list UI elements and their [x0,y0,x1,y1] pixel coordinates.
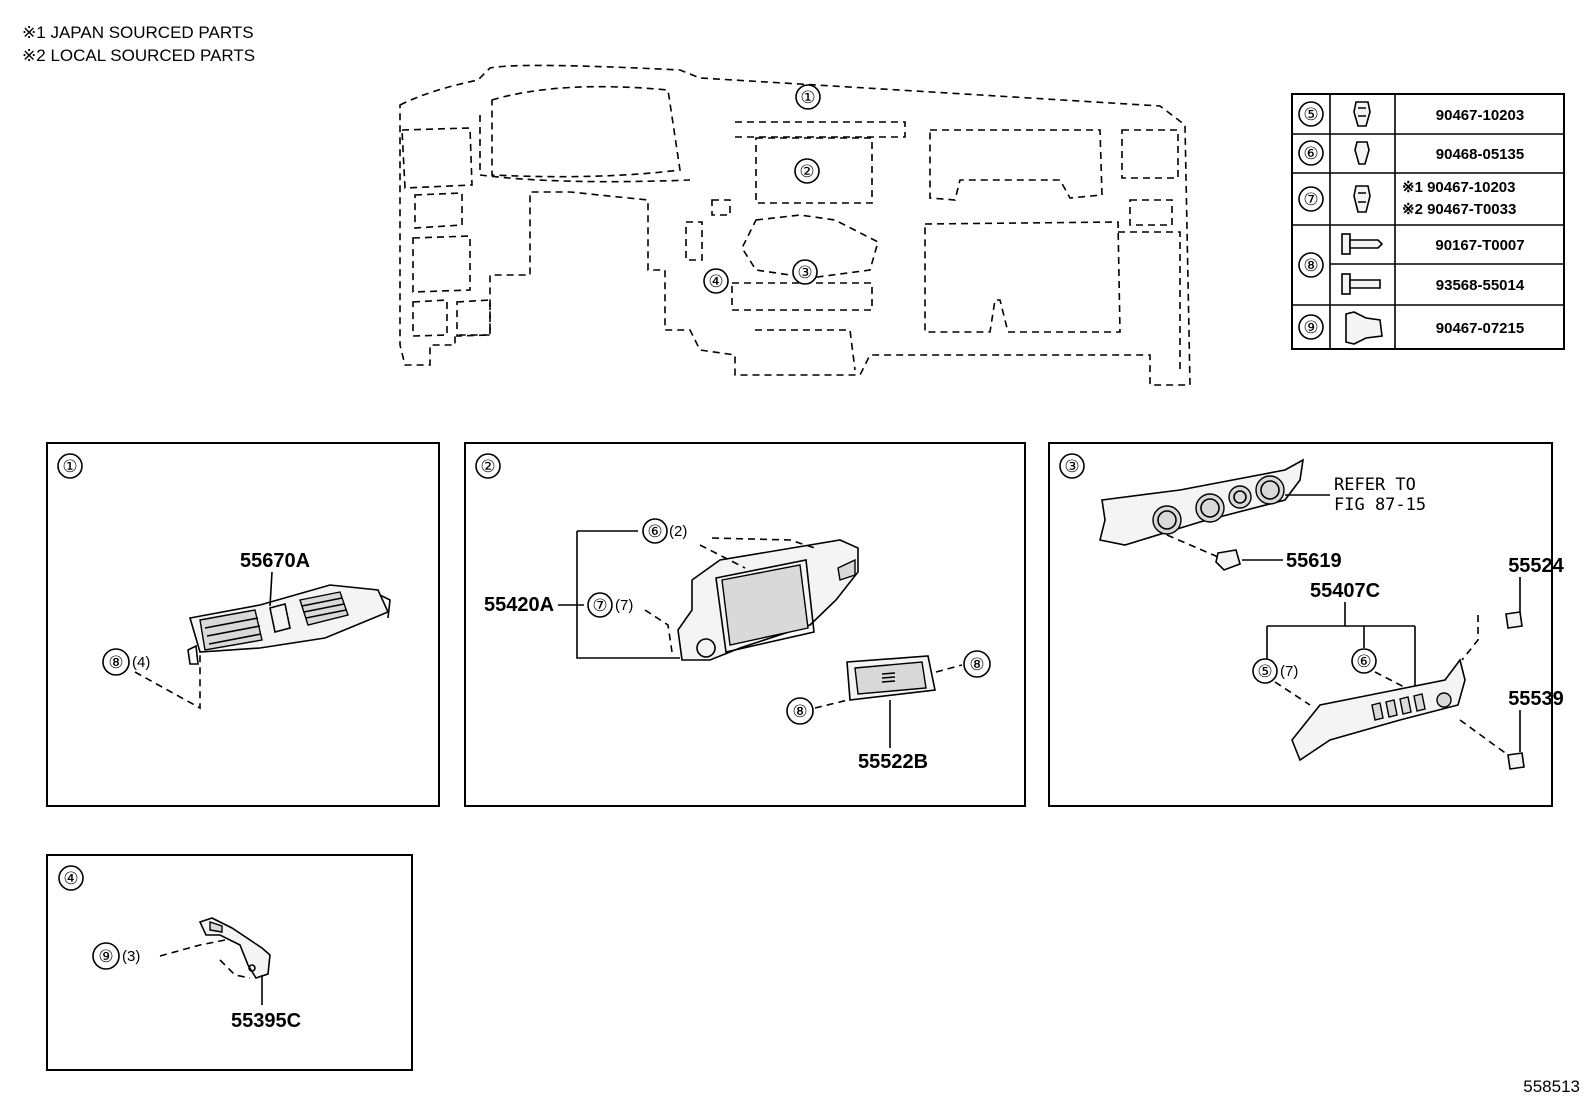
part-number: 90167-T0007 [1435,237,1524,254]
climate-panel-part [1099,458,1305,546]
callout-9: ⑨ [98,947,113,966]
overview-callout-2: ② [794,158,820,184]
refer-text-line1: REFER TO [1334,475,1416,495]
part-label-55619: 55619 [1286,550,1342,572]
overview-callout-4: ④ [703,268,729,294]
callout-qty: (3) [122,948,140,965]
switch-bezel-part [1291,658,1466,762]
callout-6: ⑥ [647,522,662,541]
part-number: ※1 90467-10203 [1402,179,1516,196]
panel-4-number: ④ [63,869,78,888]
screw-icon [1341,233,1384,255]
clip-icon [1353,101,1371,127]
fastener-table: ⑤ 90467-10203 ⑥ 90468-05135 ⑦ ※1 90467-1… [1291,93,1565,350]
table-ref-8: ⑧ [1303,256,1318,275]
callout-qty: (7) [1280,663,1298,680]
part-label-55522B: 55522B [858,751,928,773]
panel-2: ② 55420A ⑥ (2) ⑦ (7) ⑧ ⑧ 55522B [464,442,1026,807]
clip-icon [1354,141,1370,165]
switch-blank-part [1507,752,1525,770]
callout-8: ⑧ [969,655,984,674]
part-label-55407C: 55407C [1310,580,1380,602]
knob-part [1215,549,1241,571]
panel-4: ④ ⑨ (3) 55395C [46,854,413,1071]
overview-callout-1: ① [795,84,821,110]
callout-qty: (7) [615,597,633,614]
panel-3: ③ REFER TO FIG 87-15 55619 55407C ⑤ (7) … [1048,442,1565,807]
table-ref-6: ⑥ [1303,144,1318,163]
table-ref-9: ⑨ [1303,318,1318,337]
panel-2-number: ② [480,457,495,476]
callout-7: ⑦ [592,596,607,615]
clip-icon [1353,185,1371,213]
callout-qty: (2) [669,523,687,540]
switch-module-part [846,655,936,701]
part-number: 93568-55014 [1436,277,1525,294]
pin-icon [1345,311,1383,345]
overview-callout-3: ③ [792,259,818,285]
callout-5: ⑤ [1257,662,1272,681]
figure-number: 558513 [1523,1077,1580,1096]
note-1: ※1 JAPAN SOURCED PARTS [22,23,254,42]
note-2: ※2 LOCAL SOURCED PARTS [22,46,255,65]
switch-blank-part [1505,611,1523,629]
part-label-55395C: 55395C [231,1010,301,1032]
callout-qty: (4) [132,654,150,671]
part-number: 90468-05135 [1436,146,1524,163]
part-label-55539: 55539 [1508,688,1564,710]
callout-6: ⑥ [1356,652,1371,671]
screw-icon [1341,273,1381,295]
part-label-55420A: 55420A [484,594,554,616]
air-vent-part [188,584,391,653]
part-label-55524: 55524 [1508,555,1564,577]
center-bezel-part [677,539,859,661]
part-number: 90467-10203 [1436,107,1524,124]
callout-8: ⑧ [108,653,123,672]
svg-text:②: ② [799,162,814,181]
bracket-part [198,917,271,979]
svg-text:④: ④ [708,272,723,291]
table-ref-7: ⑦ [1303,190,1318,209]
panel-1-number: ① [62,457,77,476]
svg-text:①: ① [800,88,815,107]
panel-3-number: ③ [1064,457,1079,476]
panel-1: ① 55670A ⑧ (4) [46,442,440,807]
table-ref-5: ⑤ [1303,105,1318,124]
part-number: 90467-07215 [1436,320,1524,337]
svg-text:③: ③ [797,263,812,282]
callout-8: ⑧ [792,702,807,721]
part-number: ※2 90467-T0033 [1402,201,1516,218]
dashboard-overview [399,64,1191,386]
refer-text-line2: FIG 87-15 [1334,495,1426,515]
part-label-55670A: 55670A [240,550,310,572]
